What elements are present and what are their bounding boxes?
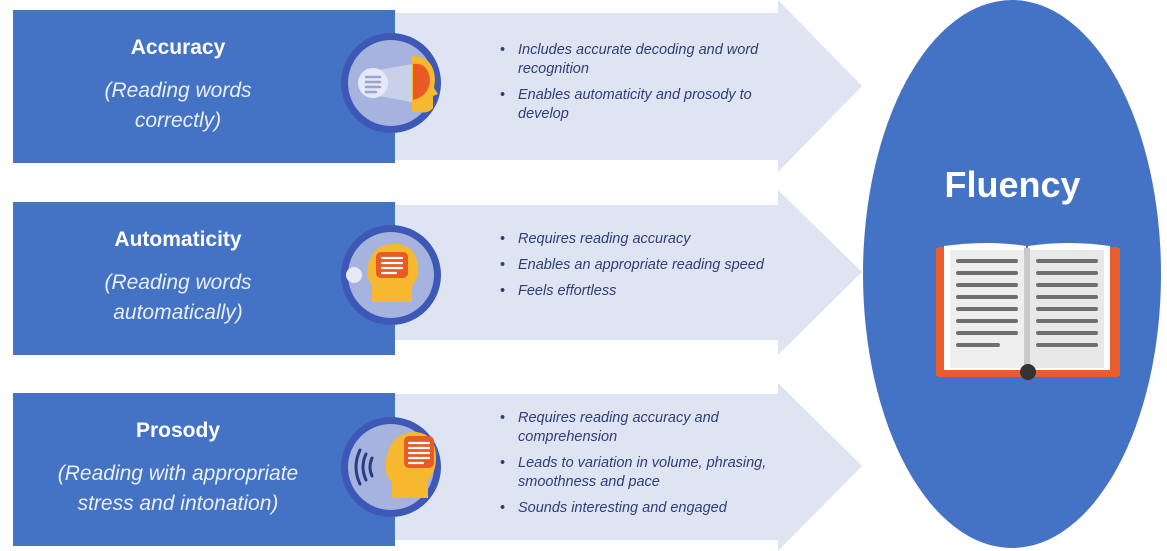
automaticity-bullet-3: Feels effortless (498, 282, 778, 301)
accuracy-bullet-1: Includes accurate decoding and word reco… (498, 41, 778, 79)
accuracy-subtitle: (Reading words correctly) (13, 76, 343, 136)
reading-eye-icon (341, 33, 441, 133)
prosody-title: Prosody (135, 419, 221, 442)
prosody-bullet-3: Sounds interesting and engaged (498, 499, 778, 518)
thinking-head-icon (341, 225, 441, 325)
automaticity-bullet-1: Requires reading accuracy (498, 230, 778, 249)
fluency-ellipse (863, 0, 1161, 548)
prosody-bullet-2: Leads to variation in volume, phrasing, … (498, 454, 778, 492)
prosody-bullets: Requires reading accuracy and comprehens… (498, 409, 778, 525)
automaticity-bullet-2: Enables an appropriate reading speed (498, 256, 778, 275)
automaticity-subtitle: (Reading words automatically) (13, 268, 343, 328)
accuracy-subtitle-line-1: (Reading words (104, 79, 252, 102)
prosody-box: Prosody (Reading with appropriate stress… (13, 393, 395, 546)
accuracy-bullet-2: Enables automaticity and prosody to deve… (498, 86, 778, 124)
accuracy-bullets: Includes accurate decoding and word reco… (498, 41, 778, 131)
automaticity-subtitle-line-2: automatically) (113, 301, 243, 324)
prosody-subtitle: (Reading with appropriate stress and int… (13, 459, 343, 519)
open-book-icon (936, 243, 1120, 380)
accuracy-title: Accuracy (130, 36, 226, 59)
fluency-title: Fluency (944, 164, 1081, 205)
accuracy-box: Accuracy (Reading words correctly) (13, 10, 395, 163)
prosody-bullet-1: Requires reading accuracy and comprehens… (498, 409, 778, 447)
automaticity-bullets: Requires reading accuracy Enables an app… (498, 230, 778, 308)
automaticity-box: Automaticity (Reading words automaticall… (13, 202, 395, 355)
prosody-subtitle-line-1: (Reading with appropriate (57, 462, 299, 485)
prosody-subtitle-line-2: stress and intonation) (77, 492, 279, 515)
automaticity-subtitle-line-1: (Reading words (104, 271, 252, 294)
automaticity-title: Automaticity (114, 228, 242, 251)
speaking-head-icon (341, 417, 441, 517)
accuracy-subtitle-line-2: correctly) (134, 109, 222, 132)
